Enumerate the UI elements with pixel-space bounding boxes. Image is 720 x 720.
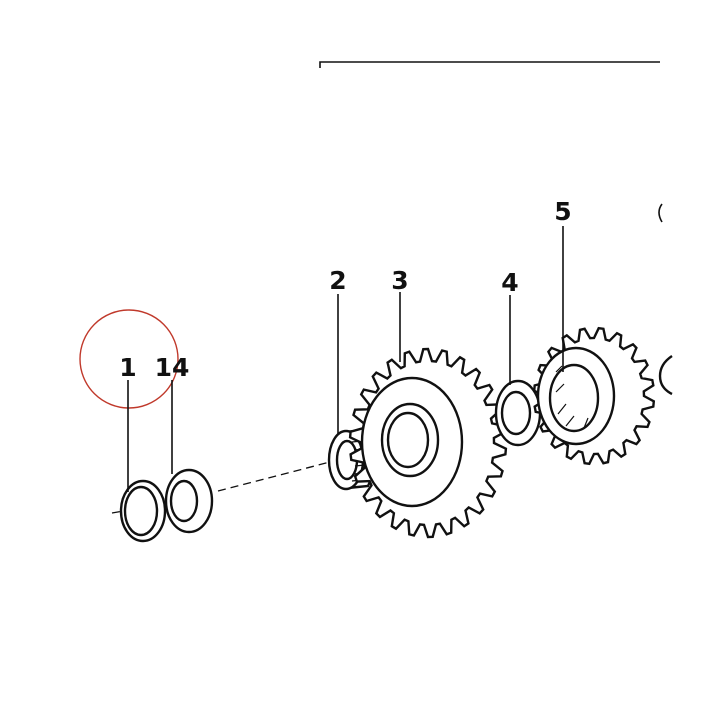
washer-part-14	[164, 468, 214, 534]
center-axis-line	[111, 407, 549, 514]
gear-part-3	[348, 347, 508, 539]
washer-part-4	[494, 379, 542, 447]
partial-next-callout	[658, 203, 663, 223]
washer-part-1	[119, 479, 167, 543]
callout-part-3: 3	[391, 266, 408, 295]
callout-part-1: 1	[119, 353, 136, 382]
gear-part-5	[532, 326, 656, 466]
diagram-frame-border	[319, 61, 660, 68]
callout-part-4: 4	[501, 268, 518, 297]
partial-next-part	[658, 355, 673, 396]
callout-part-5: 5	[554, 197, 571, 226]
callout-part-14: 14	[155, 353, 190, 382]
callout-part-2: 2	[329, 266, 346, 295]
highlight-circle	[79, 309, 179, 409]
